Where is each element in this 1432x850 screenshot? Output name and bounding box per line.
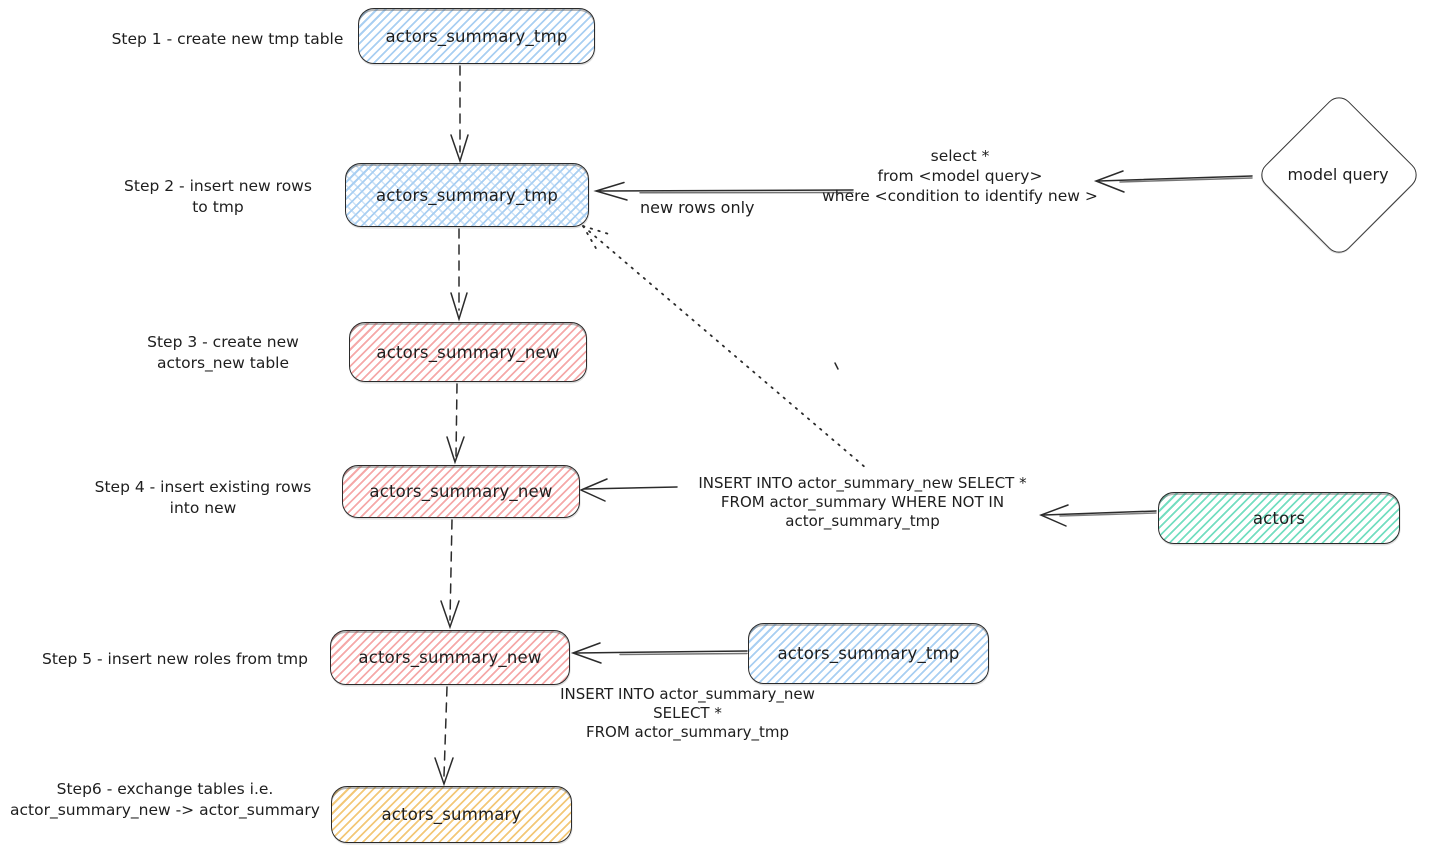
- arrow-tmpright-to-new: [570, 642, 748, 664]
- step5-label: Step 5 - insert new roles from tmp: [25, 649, 325, 670]
- step2-label-line: Step 2 - insert new rows: [124, 177, 312, 195]
- insert-new-annotation: INSERT INTO actor_summary_new SELECT * F…: [540, 685, 835, 742]
- arrow-step5-to-step6: [434, 686, 454, 787]
- insert-existing-line: INSERT INTO actor_summary_new SELECT *: [698, 474, 1027, 492]
- node-label: actors_summary_tmp: [777, 644, 960, 663]
- node-label: actors_summary_tmp: [385, 26, 568, 46]
- node-label: actors_summary_new: [376, 342, 560, 362]
- insert-new-line: INSERT INTO actor_summary_new: [560, 685, 815, 703]
- step3-label: Step 3 - create new actors_new table: [123, 332, 323, 374]
- arrow-step4-to-step5: [440, 519, 460, 630]
- node-actors-summary-tmp-step2: actors_summary_tmp: [345, 163, 589, 227]
- dotted-link-tmp-to-insert: [582, 225, 867, 469]
- node-actors-summary-new-step3: actors_summary_new: [349, 322, 587, 382]
- step2-label: Step 2 - insert new rows to tmp: [118, 176, 318, 218]
- model-query-label: model query: [1287, 165, 1389, 184]
- node-actors-summary-new-step4: actors_summary_new: [342, 465, 580, 518]
- insert-new-line: SELECT *: [653, 704, 722, 722]
- node-label: actors_summary_new: [358, 648, 542, 667]
- arrow-step2-to-step3: [450, 228, 468, 322]
- node-actors-summary-new-step5: actors_summary_new: [330, 630, 570, 685]
- step5-label-line: Step 5 - insert new roles from tmp: [42, 650, 308, 668]
- step4-label-line: into new: [169, 499, 237, 517]
- step4-label: Step 4 - insert existing rows into new: [83, 477, 323, 519]
- select-query-annotation: select * from <model query> where <condi…: [800, 146, 1120, 206]
- select-query-line: where <condition to identify new >: [822, 187, 1098, 205]
- node-label: actors_summary_new: [369, 482, 553, 501]
- arrow-step1-to-step2: [450, 65, 469, 164]
- arrow-step3-to-step4: [446, 383, 465, 465]
- arrow-insert-to-new: [579, 478, 678, 502]
- step3-label-line: actors_new table: [157, 354, 289, 372]
- select-query-line: from <model query>: [877, 167, 1043, 185]
- node-label: actors_summary: [381, 805, 522, 824]
- step6-label: Step6 - exchange tables i.e. actor_summa…: [0, 779, 330, 821]
- step2-label-line: to tmp: [192, 198, 244, 216]
- step6-label-line: Step6 - exchange tables i.e.: [56, 780, 274, 798]
- stray-mark: [834, 362, 839, 370]
- insert-new-line: FROM actor_summary_tmp: [585, 723, 790, 741]
- step6-label-line: actor_summary_new -> actor_summary: [10, 801, 320, 819]
- node-actors-summary-tmp-right: actors_summary_tmp: [748, 623, 989, 684]
- node-actors-summary-step6: actors_summary: [331, 786, 572, 843]
- arrow-actors-to-insert: [1039, 504, 1157, 527]
- node-label: actors: [1252, 508, 1306, 528]
- step1-label-line: Step 1 - create new tmp table: [111, 30, 344, 48]
- node-actors-summary-tmp-step1: actors_summary_tmp: [358, 8, 595, 64]
- insert-existing-line: actor_summary_tmp: [785, 512, 940, 530]
- new-rows-only-label: new rows only: [640, 198, 755, 217]
- step3-label-line: Step 3 - create new: [147, 333, 299, 351]
- insert-existing-line: FROM actor_summary WHERE NOT IN: [720, 493, 1005, 511]
- step4-label-line: Step 4 - insert existing rows: [94, 478, 312, 496]
- insert-existing-annotation: INSERT INTO actor_summary_new SELECT * F…: [680, 474, 1045, 531]
- step1-label: Step 1 - create new tmp table: [100, 29, 355, 50]
- node-actors: actors: [1158, 492, 1400, 544]
- node-label: actors_summary_tmp: [375, 185, 559, 205]
- select-query-line: select *: [930, 147, 990, 165]
